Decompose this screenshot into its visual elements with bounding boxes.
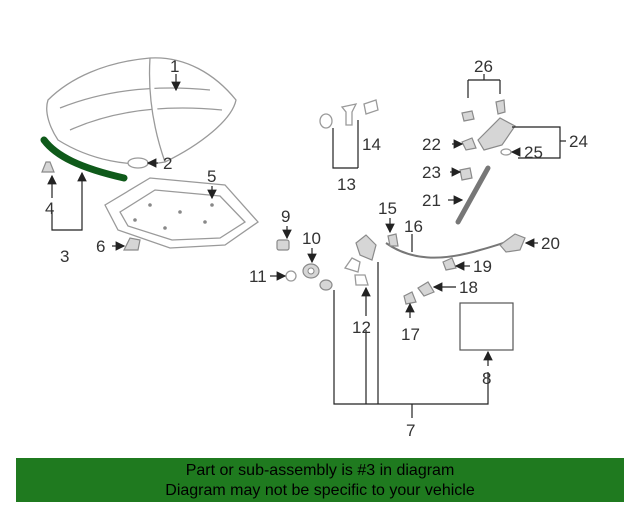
callout-17: 17 [401,325,420,344]
nut-part-22[interactable] [461,137,477,151]
cable-clip-part-15[interactable] [387,233,399,247]
bolt-part-26a[interactable] [461,110,475,122]
callout-24: 24 [569,132,588,151]
callout-1: 1 [170,57,179,76]
grommet-part-18[interactable] [417,281,435,297]
callout-7: 7 [406,421,415,440]
leader-lines [47,74,566,418]
screw-part-7[interactable] [319,279,333,291]
callout-16: 16 [404,217,423,236]
bumper-part-c[interactable] [363,99,379,115]
bumper-part-a[interactable] [319,113,333,129]
hinge-part-24[interactable] [477,117,516,151]
callout-14: 14 [362,135,381,154]
hood-part[interactable] [46,57,237,165]
callout-4: 4 [45,199,54,218]
bolt-part-26b[interactable] [495,99,506,115]
callout-12: 12 [352,318,371,337]
callout-18: 18 [459,278,478,297]
hood-latch-part[interactable] [343,234,377,286]
nut-part-11[interactable] [285,270,297,282]
callout-3: 3 [60,247,69,266]
callout-labels: 1 2 3 4 5 6 7 8 9 10 11 12 13 14 15 16 1… [45,57,588,440]
label-part-8[interactable] [459,302,514,351]
callout-13: 13 [337,175,356,194]
callout-23: 23 [422,163,441,182]
hood-strut-part-21[interactable] [455,165,491,225]
callout-21: 21 [422,191,441,210]
hood-insulator-part[interactable] [104,177,259,249]
parts-diagram: 1 2 3 4 5 6 7 8 9 10 11 12 13 14 15 16 1… [40,57,588,440]
clip-part-17[interactable] [403,291,417,305]
banner-line-2: Diagram may not be specific to your vehi… [165,482,475,499]
callout-19: 19 [473,257,492,276]
diagram-notice-banner: Part or sub-assembly is #3 in diagram Di… [16,458,624,502]
callout-22: 22 [422,135,441,154]
callout-26: 26 [474,57,493,76]
callout-6: 6 [96,237,105,256]
release-cable-part[interactable] [385,239,516,259]
hood-weatherstrip-part[interactable] [40,136,128,182]
banner-line-1: Part or sub-assembly is #3 in diagram [185,462,455,479]
release-handle-part-20[interactable] [499,233,526,253]
bushing-part-10[interactable] [302,263,320,279]
clip-part-25[interactable] [500,148,512,156]
callout-2: 2 [163,154,172,173]
bumper-part-b[interactable] [340,103,358,126]
clip-part-4[interactable] [41,161,55,173]
callout-8: 8 [482,369,491,388]
callout-9: 9 [281,207,290,226]
callout-5: 5 [207,167,216,186]
callout-20: 20 [541,234,560,253]
clip-part-19[interactable] [442,257,457,271]
bolt-part-9[interactable] [276,239,290,251]
callout-10: 10 [302,229,321,248]
callout-25: 25 [524,143,543,162]
retainer-part-6[interactable] [123,237,141,251]
callout-11: 11 [249,267,267,286]
callout-15: 15 [378,199,397,218]
plug-part-2[interactable] [127,157,149,169]
bolt-part-23[interactable] [459,167,473,181]
